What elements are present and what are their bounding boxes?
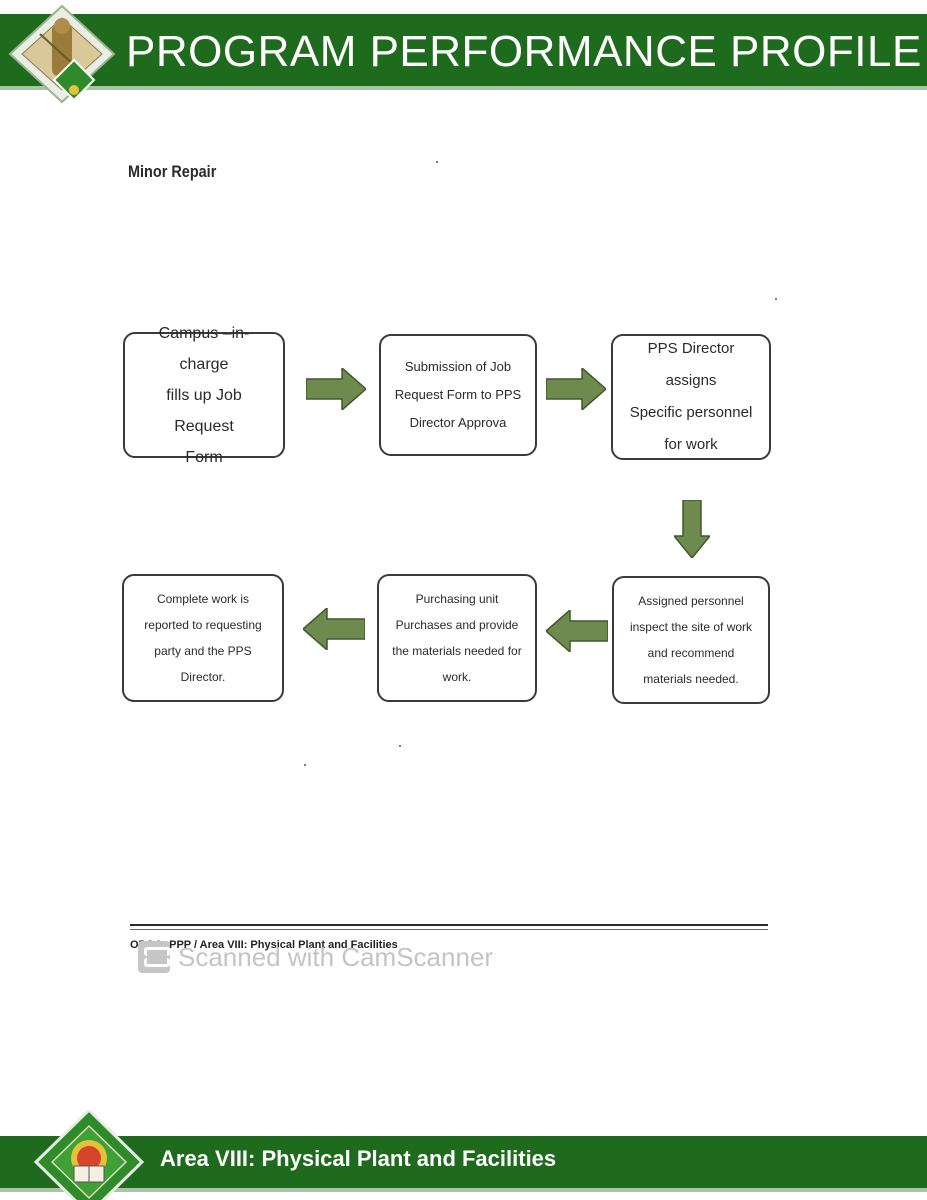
flow-step-4-line-2: inspect the site of work — [629, 620, 753, 634]
flow-step-5: Purchasing unit Purchases and provide th… — [377, 574, 537, 702]
arrow-right-icon — [546, 368, 606, 410]
flow-step-1: Campus –in-charge fills up Job Request F… — [123, 325, 285, 466]
arrow-left-icon — [303, 608, 365, 650]
flow-step-3: PPS Director assigns Specific personnel … — [611, 334, 771, 460]
header-title: PROGRAM PERFORMANCE PROFILE — [126, 27, 922, 76]
flow-step-2-line-3: Director Approva — [409, 415, 507, 430]
scanner-watermark: Scanned with CamScanner — [138, 940, 493, 974]
flow-step-1-line-3: Form — [185, 448, 223, 466]
flow-step-5-line-2: Purchases and provide — [395, 618, 519, 632]
flow-step-6-line-2: reported to requesting — [144, 618, 262, 632]
college-seal-logo — [34, 1110, 144, 1200]
flow-step-6-line-1: Complete work is — [156, 592, 249, 606]
flow-step-3-line-3: for work — [664, 436, 718, 453]
flow-step-4-line-1: Assigned personnel — [638, 594, 744, 608]
flow-step-2: Submission of Job Request Form to PPS Di… — [379, 334, 537, 456]
flow-step-1-line-1: Campus –in-charge — [158, 324, 250, 373]
arrow-down-icon — [674, 500, 710, 558]
camscanner-icon — [138, 941, 170, 973]
scan-speck — [436, 161, 438, 163]
scan-speck — [775, 298, 777, 300]
footer-rule-thin — [130, 929, 768, 930]
flow-step-6: Complete work is reported to requesting … — [122, 574, 284, 702]
flow-step-3-line-2: Specific personnel — [629, 404, 753, 421]
flow-step-6-line-3: party and the PPS — [154, 644, 252, 658]
flow-step-2-line-2: Request Form to PPS — [394, 387, 522, 402]
flow-step-2-line-1: Submission of Job — [404, 359, 512, 374]
flow-step-4-line-4: materials needed. — [643, 672, 739, 686]
flow-step-3-line-1: PPS Director assigns — [647, 340, 735, 389]
flow-step-5-line-3: the materials needed for — [392, 644, 522, 658]
scanner-watermark-text: Scanned with CamScanner — [178, 941, 494, 972]
footer-title: Area VIII: Physical Plant and Facilities — [160, 1146, 557, 1171]
university-seal-logo — [8, 4, 116, 104]
flow-step-5-line-4: work. — [442, 670, 472, 684]
footer-rule — [130, 924, 768, 926]
arrow-left-icon — [546, 610, 608, 652]
flow-step-4: Assigned personnel inspect the site of w… — [612, 576, 770, 704]
footer-band — [0, 1136, 927, 1192]
flow-step-5-line-1: Purchasing unit — [415, 592, 499, 606]
scan-speck — [304, 764, 306, 766]
arrow-right-icon — [306, 368, 366, 410]
document-footer-note: OPQA: PPP / Area VIII: Physical Plant an… — [130, 939, 398, 951]
flow-step-4-line-3: and recommend — [647, 646, 735, 660]
header-band — [0, 14, 927, 90]
section-heading: Minor Repair — [128, 162, 217, 181]
flow-step-1-line-2: fills up Job Request — [166, 386, 242, 435]
flow-step-6-line-4: Director. — [180, 670, 226, 684]
scan-speck — [399, 745, 401, 747]
